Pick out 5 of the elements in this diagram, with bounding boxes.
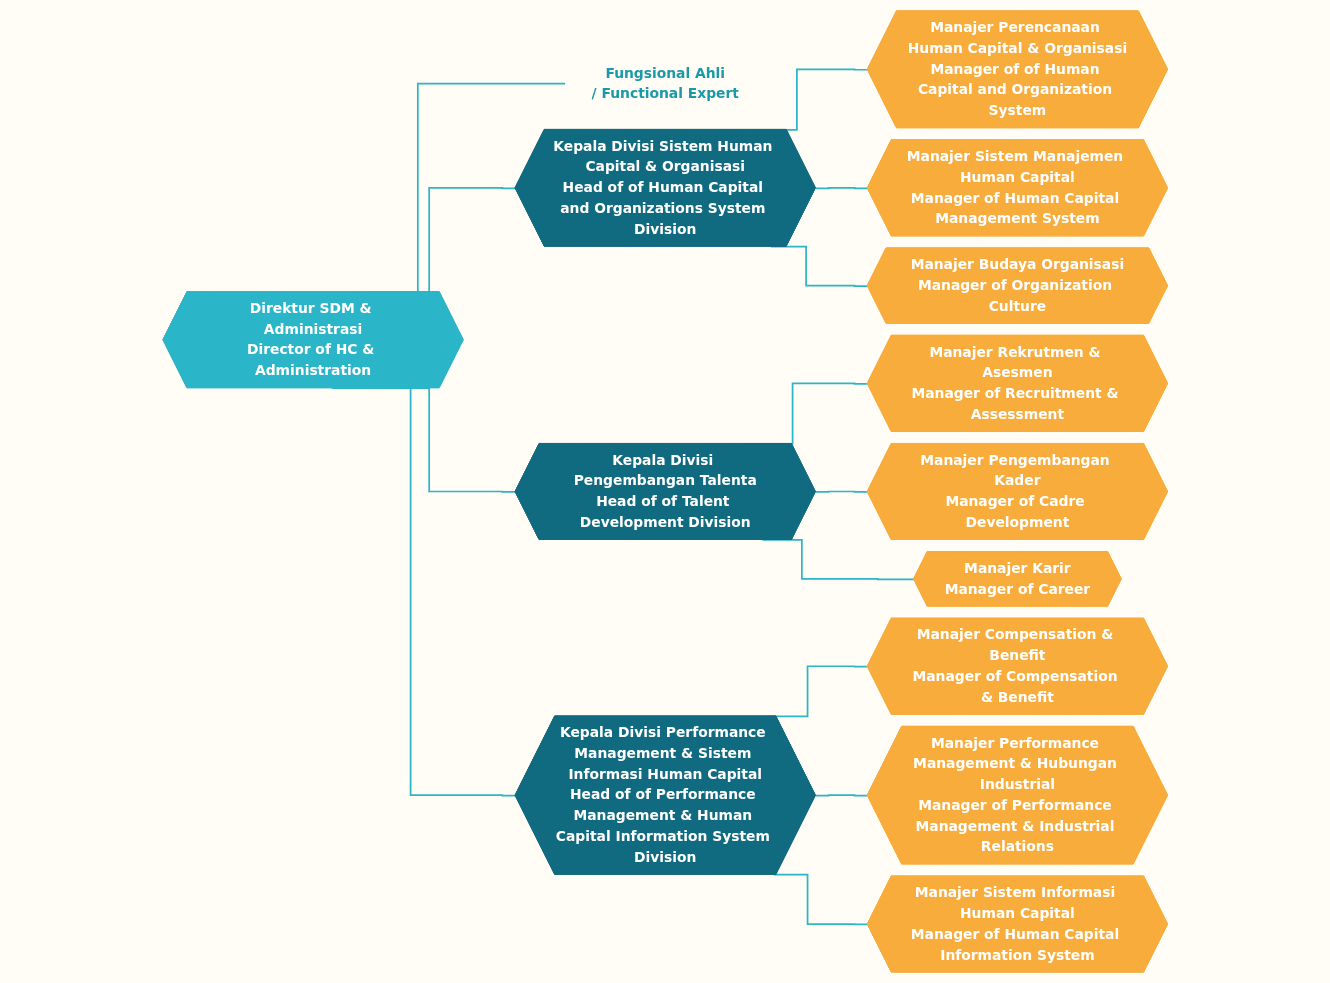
- connector: [814, 186, 869, 190]
- connector: [814, 794, 869, 797]
- connector: [814, 490, 869, 493]
- node-text: Fungsional Ahli / Functional Expert: [591, 64, 739, 102]
- connector: [772, 873, 869, 926]
